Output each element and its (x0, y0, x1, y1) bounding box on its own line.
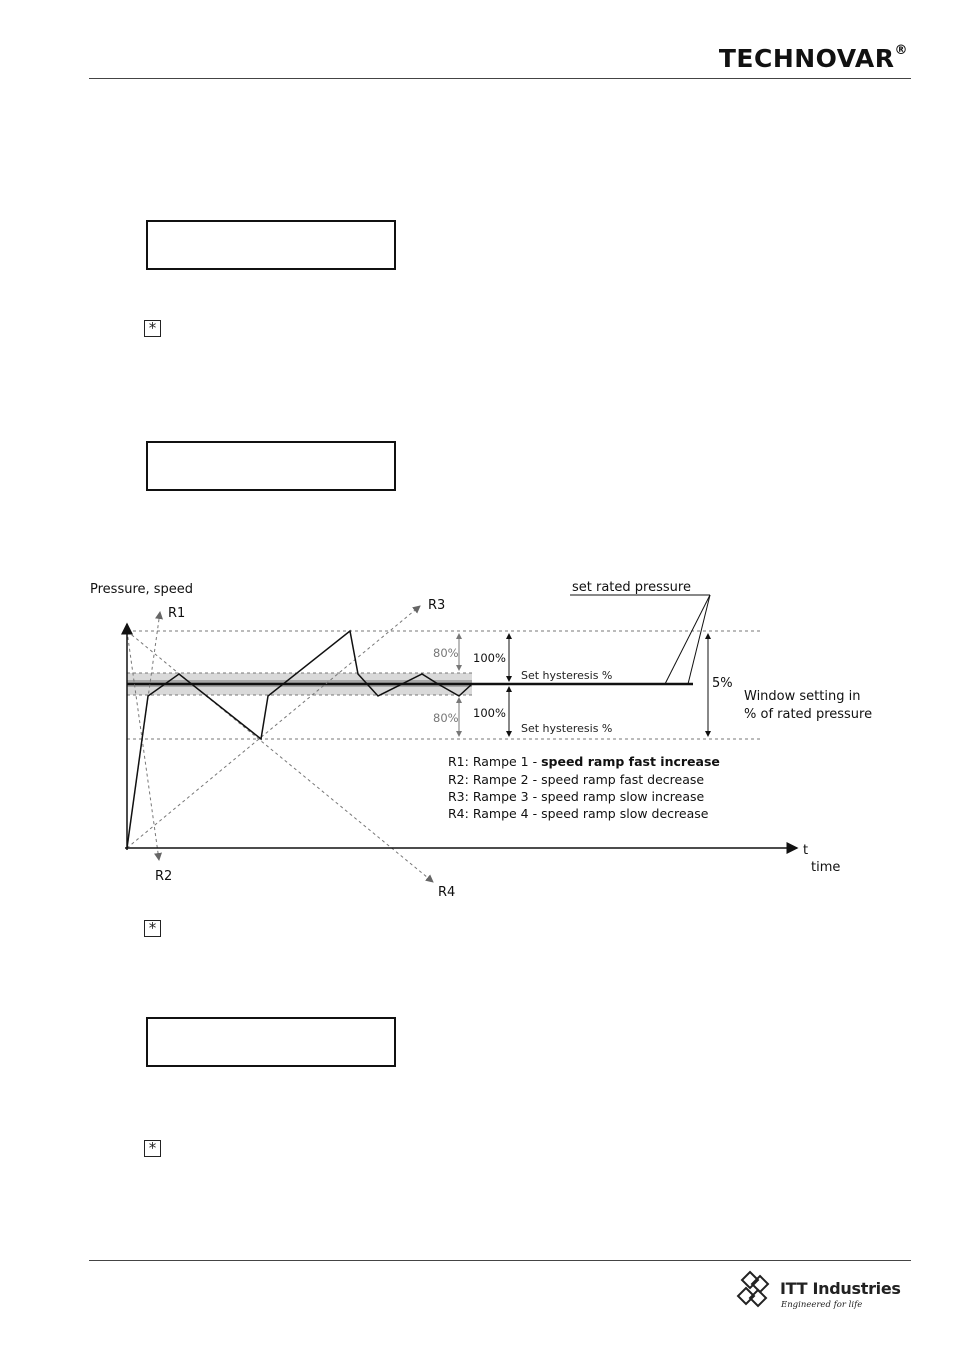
hysteresis-upper-label: Set hysteresis % (521, 669, 612, 682)
ramp-r2-guide (126, 630, 162, 861)
asterisk-box-icon: * (144, 320, 161, 337)
upper-80-label: 80% (433, 646, 459, 660)
asterisk-box-icon: * (144, 1140, 161, 1157)
window-label-line1: Window setting in (744, 689, 860, 704)
hysteresis-lower-label: Set hysteresis % (521, 722, 612, 735)
set-rated-pressure-label: set rated pressure (572, 580, 691, 595)
display-box-2 (146, 441, 396, 491)
brand-logo: TECHNOVAR® (718, 42, 908, 73)
header-rule (89, 78, 911, 79)
brand-name: TECHNOVAR (718, 44, 895, 73)
r3-label: R3 (428, 598, 445, 613)
r1-label: R1 (168, 606, 185, 621)
itt-logo-icon (736, 1270, 770, 1308)
lower-80-label: 80% (433, 711, 459, 725)
rated-pressure-leader-2 (687, 594, 711, 685)
legend-r4: R4: Rampe 4 - speed ramp slow decrease (448, 806, 709, 821)
x-axis-label: time (811, 860, 840, 875)
ramp-r1-guide (126, 611, 163, 849)
five-percent-label: 5% (712, 676, 733, 691)
ramp-legend: R1: Rampe 1 - speed ramp fast increase R… (448, 754, 720, 821)
ramp-r3-guide (126, 605, 421, 849)
display-box-3 (146, 1017, 396, 1067)
footer-company: ITT Industries (780, 1279, 901, 1298)
legend-r1: R1: Rampe 1 - speed ramp fast increase (448, 754, 720, 769)
asterisk-box-icon: * (144, 920, 161, 937)
r4-label: R4 (438, 885, 455, 900)
r2-label: R2 (155, 869, 172, 884)
upper-100-label: 100% (473, 651, 506, 665)
footer-tagline: Engineered for life (781, 1300, 863, 1310)
ramp-r4-guide (126, 630, 434, 883)
y-axis-label: Pressure, speed (90, 582, 193, 597)
legend-r3: R3: Rampe 3 - speed ramp slow increase (448, 789, 705, 804)
window-label-line2: % of rated pressure (744, 707, 872, 722)
display-box-1 (146, 220, 396, 270)
ramp-diagram: Pressure, speed R1 R2 R3 R4 set rated pr… (90, 580, 872, 900)
registered-mark: ® (894, 42, 908, 58)
footer-rule (89, 1260, 911, 1261)
x-axis-letter: t (803, 843, 808, 858)
rated-pressure-leader-1 (664, 594, 711, 685)
pressure-trace (126, 629, 473, 849)
legend-r2: R2: Rampe 2 - speed ramp fast decrease (448, 772, 704, 787)
lower-100-label: 100% (473, 706, 506, 720)
